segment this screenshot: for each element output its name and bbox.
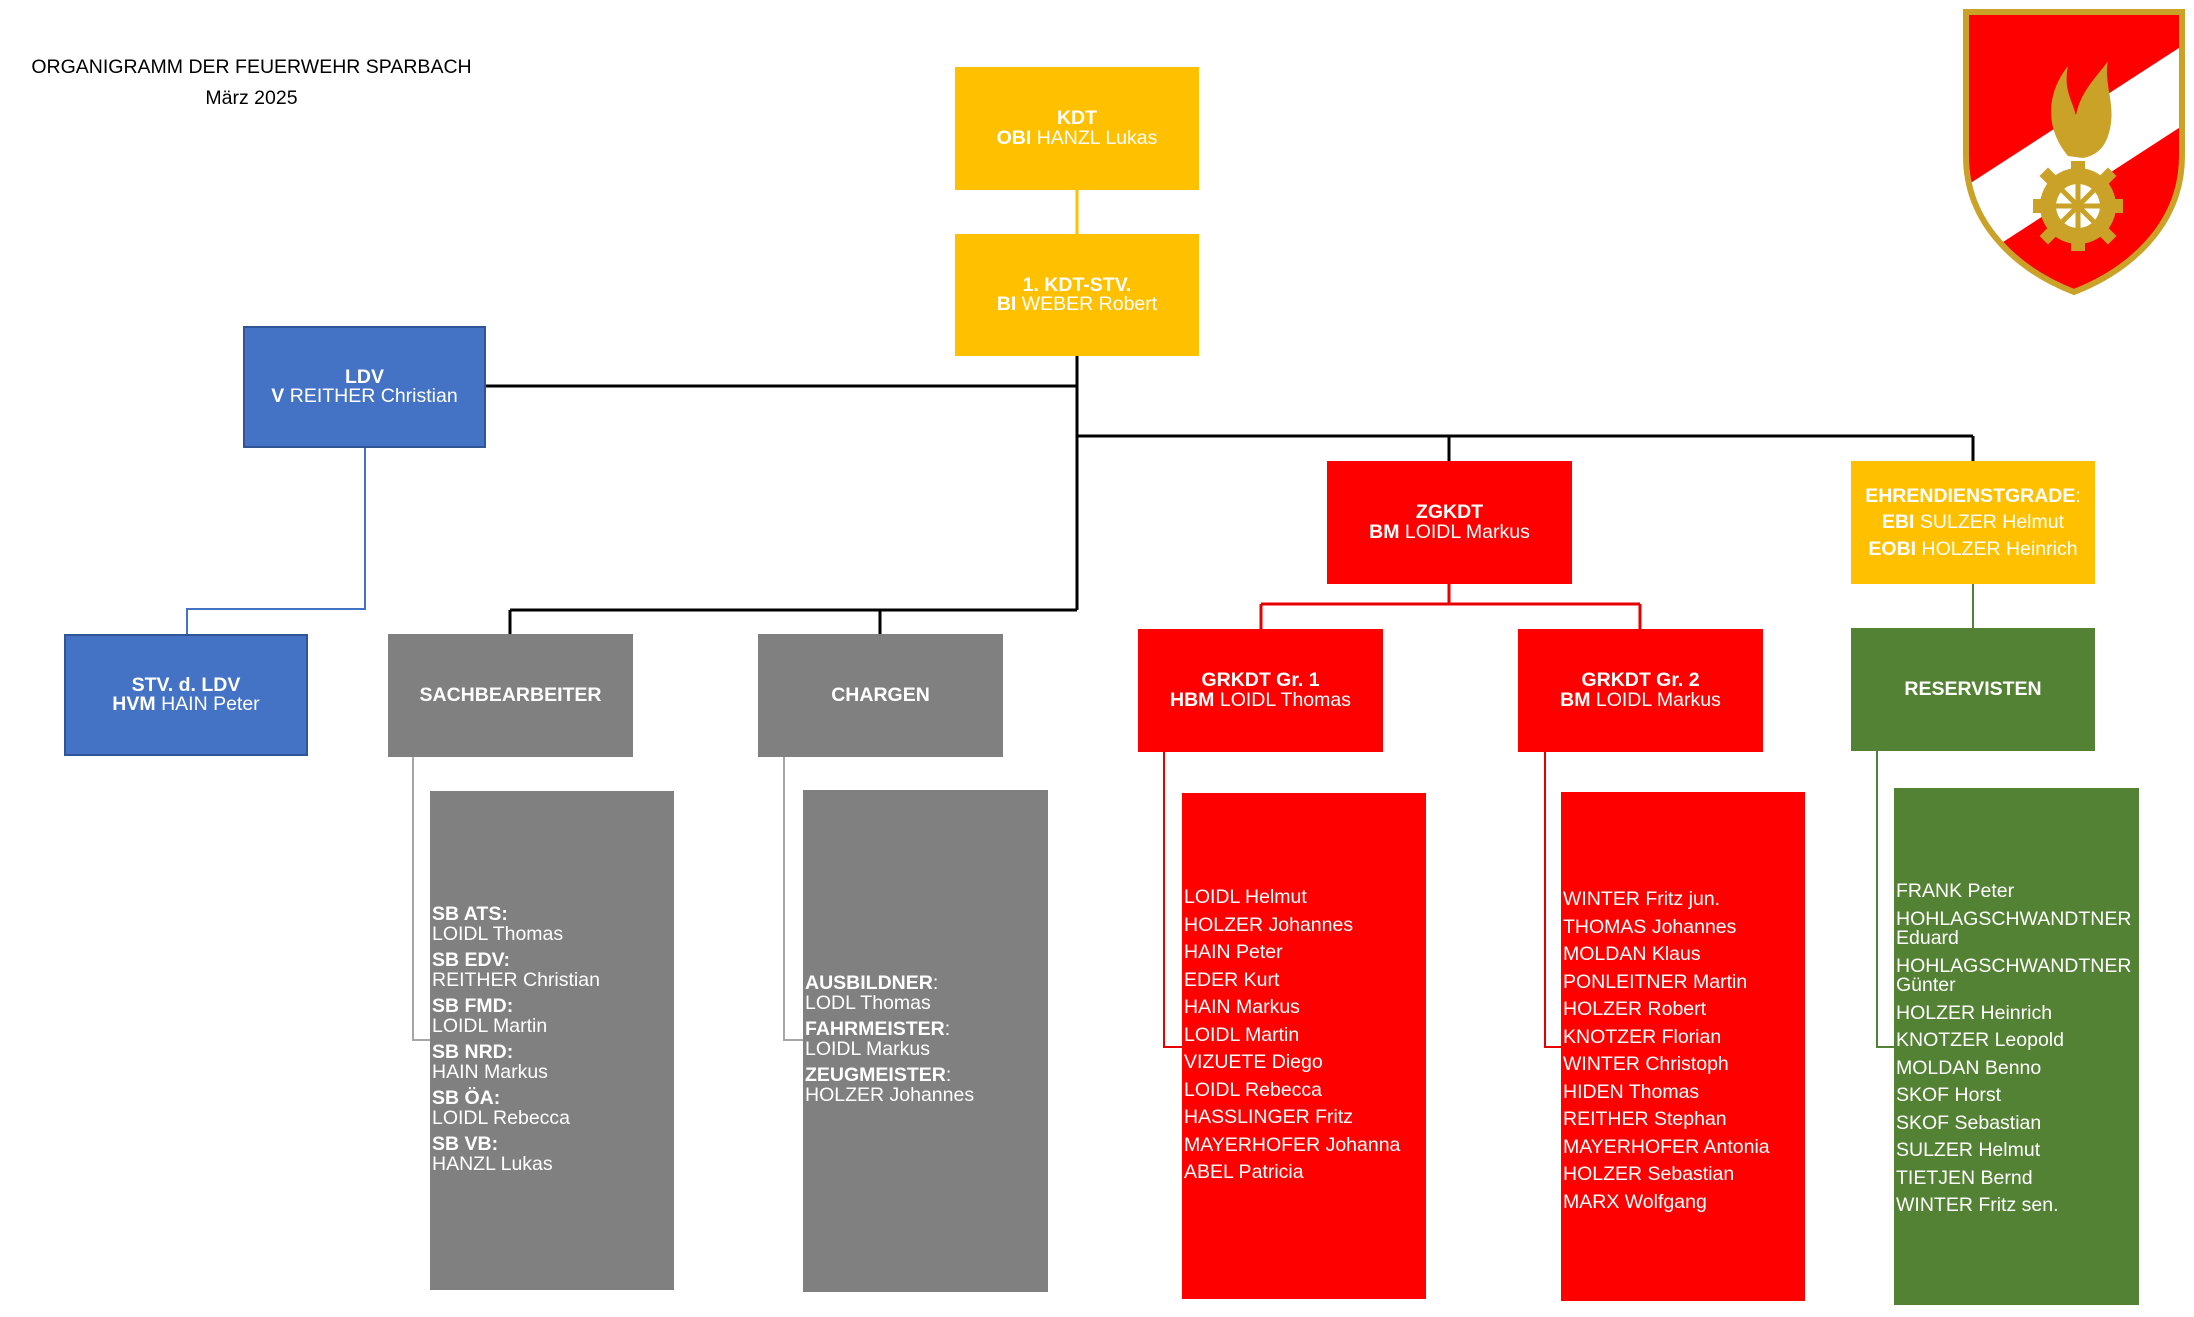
ehren-name-1: SULZER Helmut — [1919, 511, 2065, 534]
ehren-name-2: HOLZER Heinrich — [1921, 537, 2078, 560]
grkdt1-role: GRKDT Gr. 1 — [1201, 669, 1320, 691]
gruppe2-list: WINTER Fritz jun. THOMAS Johannes MOLDAN… — [1561, 792, 1805, 1301]
list-item: HAIN Markus — [1184, 996, 1300, 1018]
list-item: HASSLINGER Fritz — [1184, 1106, 1354, 1128]
kdt-stv-rank: BI — [996, 293, 1017, 315]
list-item: TIETJEN Bernd — [1896, 1166, 2033, 1189]
grkdt1-rank: HBM — [1170, 688, 1215, 711]
kdt-box: KDT OBI HANZL Lukas — [955, 67, 1199, 190]
zgkdt-name: LOIDL Markus — [1404, 520, 1530, 543]
ldv-name: REITHER Christian — [289, 385, 458, 407]
list-item: SB ATS:LOIDL Thomas — [432, 903, 564, 945]
list-item: SB EDV:REITHER Christian — [432, 949, 600, 991]
fire-brigade-emblem-icon — [1963, 9, 2185, 296]
list-item: HOLZER Johannes — [1184, 913, 1354, 936]
list-item: HOLZER Heinrich — [1896, 1001, 2053, 1024]
reservisten-box: RESERVISTEN — [1851, 628, 2095, 751]
list-item: HIDEN Thomas — [1563, 1080, 1700, 1103]
list-item: WINTER Fritz jun. — [1563, 888, 1721, 910]
stv-ldv-name: HAIN Peter — [161, 693, 260, 715]
list-item: HOLZER Sebastian — [1563, 1163, 1735, 1185]
chargen-list: AUSBILDNER:LODL Thomas FAHRMEISTER:LOIDL… — [803, 790, 1048, 1292]
ehrendienstgrade-box: EHRENDIENSTGRADE: EBI SULZER Helmut EOBI… — [1851, 461, 2095, 584]
gruppe1-list: LOIDL Helmut HOLZER Johannes HAIN Peter … — [1182, 793, 1426, 1299]
sachbearbeiter-list: SB ATS:LOIDL Thomas SB EDV:REITHER Chris… — [430, 791, 674, 1290]
grkdt2-role: GRKDT Gr. 2 — [1581, 669, 1700, 691]
list-item: ABEL Patricia — [1184, 1161, 1304, 1183]
page-title: ORGANIGRAMM DER FEUERWEHR SPARBACH — [31, 56, 472, 78]
list-item: SB VB:HANZL Lukas — [432, 1133, 553, 1175]
ehrendienstgrade-role: EHRENDIENSTGRADE — [1865, 485, 2076, 508]
list-item: KNOTZER Florian — [1563, 1025, 1722, 1048]
list-item: EDER Kurt — [1184, 968, 1280, 991]
list-item: HAIN Peter — [1184, 941, 1283, 963]
kdt-role: KDT — [1056, 107, 1098, 129]
grkdt1-box: GRKDT Gr. 1 HBM LOIDL Thomas — [1138, 629, 1383, 752]
ehren-rank-1: EBI — [1881, 511, 1915, 534]
list-item: MOLDAN Klaus — [1563, 943, 1701, 965]
list-item: THOMAS Johannes — [1563, 915, 1737, 938]
list-item: SKOF Horst — [1896, 1084, 2002, 1106]
kdt-rank: OBI — [996, 126, 1032, 149]
list-item: WINTER Christoph — [1563, 1053, 1729, 1075]
list-item: SB ÖA:LOIDL Rebecca — [432, 1087, 571, 1129]
list-item: MOLDAN Benno — [1896, 1056, 2042, 1079]
page-date: März 2025 — [205, 87, 298, 109]
list-item: MARX Wolfgang — [1563, 1190, 1707, 1213]
list-item: FAHRMEISTER:LOIDL Markus — [805, 1018, 951, 1060]
list-item: WINTER Fritz sen. — [1896, 1194, 2059, 1216]
sachbearbeiter-box: SACHBEARBEITER — [388, 634, 633, 757]
grkdt2-name: LOIDL Markus — [1595, 688, 1721, 711]
reservisten-list: FRANK Peter HOHLAGSCHWANDTNER Eduard HOH… — [1894, 788, 2139, 1305]
ldv-role: LDV — [345, 365, 384, 388]
list-item: AUSBILDNER:LODL Thomas — [805, 972, 939, 1014]
list-item: HOLZER Robert — [1563, 998, 1707, 1020]
ldv-box: LDV V REITHER Christian — [243, 326, 486, 448]
sachbearbeiter-role: SACHBEARBEITER — [419, 683, 602, 706]
list-item: FRANK Peter — [1896, 880, 2015, 902]
kdt-stv-box: 1. KDT-STV. BI WEBER Robert — [955, 234, 1199, 356]
grkdt1-name: LOIDL Thomas — [1219, 688, 1351, 711]
chargen-role: CHARGEN — [831, 683, 930, 706]
list-item: LOIDL Helmut — [1184, 886, 1307, 908]
kdt-name: HANZL Lukas — [1036, 126, 1158, 149]
reservisten-role: RESERVISTEN — [1904, 677, 2042, 700]
list-item: SULZER Helmut — [1896, 1139, 2041, 1161]
list-item: PONLEITNER Martin — [1563, 970, 1748, 993]
zgkdt-rank: BM — [1369, 520, 1400, 543]
ldv-rank: V — [271, 385, 285, 407]
list-item: ZEUGMEISTER:HOLZER Johannes — [805, 1064, 975, 1106]
list-item: VIZUETE Diego — [1184, 1051, 1323, 1073]
list-item: HOHLAGSCHWANDTNER Eduard — [1896, 907, 2132, 949]
kdt-stv-name: WEBER Robert — [1021, 293, 1158, 315]
list-item: SB NRD:HAIN Markus — [432, 1041, 548, 1083]
stv-ldv-rank: HVM — [112, 693, 156, 715]
list-item: MAYERHOFER Antonia — [1563, 1135, 1770, 1158]
list-item: MAYERHOFER Johanna — [1184, 1133, 1401, 1156]
ehren-rank-2: EOBI — [1868, 537, 1917, 560]
stv-ldv-role: STV. d. LDV — [131, 673, 241, 696]
list-item: SKOF Sebastian — [1896, 1111, 2042, 1134]
ehrendienstgrade-colon: : — [2075, 485, 2081, 508]
list-item: LOIDL Rebecca — [1184, 1078, 1323, 1101]
grkdt2-box: GRKDT Gr. 2 BM LOIDL Markus — [1518, 629, 1763, 752]
chargen-box: CHARGEN — [758, 634, 1003, 757]
zgkdt-role: ZGKDT — [1415, 501, 1484, 523]
kdt-stv-role: 1. KDT-STV. — [1022, 273, 1132, 296]
list-item: REITHER Stephan — [1563, 1108, 1727, 1130]
list-item: HOHLAGSCHWANDTNER Günter — [1896, 954, 2132, 996]
zgkdt-box: ZGKDT BM LOIDL Markus — [1327, 461, 1572, 584]
list-item: LOIDL Martin — [1184, 1023, 1300, 1046]
list-item: KNOTZER Leopold — [1896, 1029, 2064, 1051]
list-item: SB FMD:LOIDL Martin — [432, 995, 548, 1037]
stv-ldv-box: STV. d. LDV HVM HAIN Peter — [64, 634, 308, 756]
grkdt2-rank: BM — [1560, 688, 1591, 711]
